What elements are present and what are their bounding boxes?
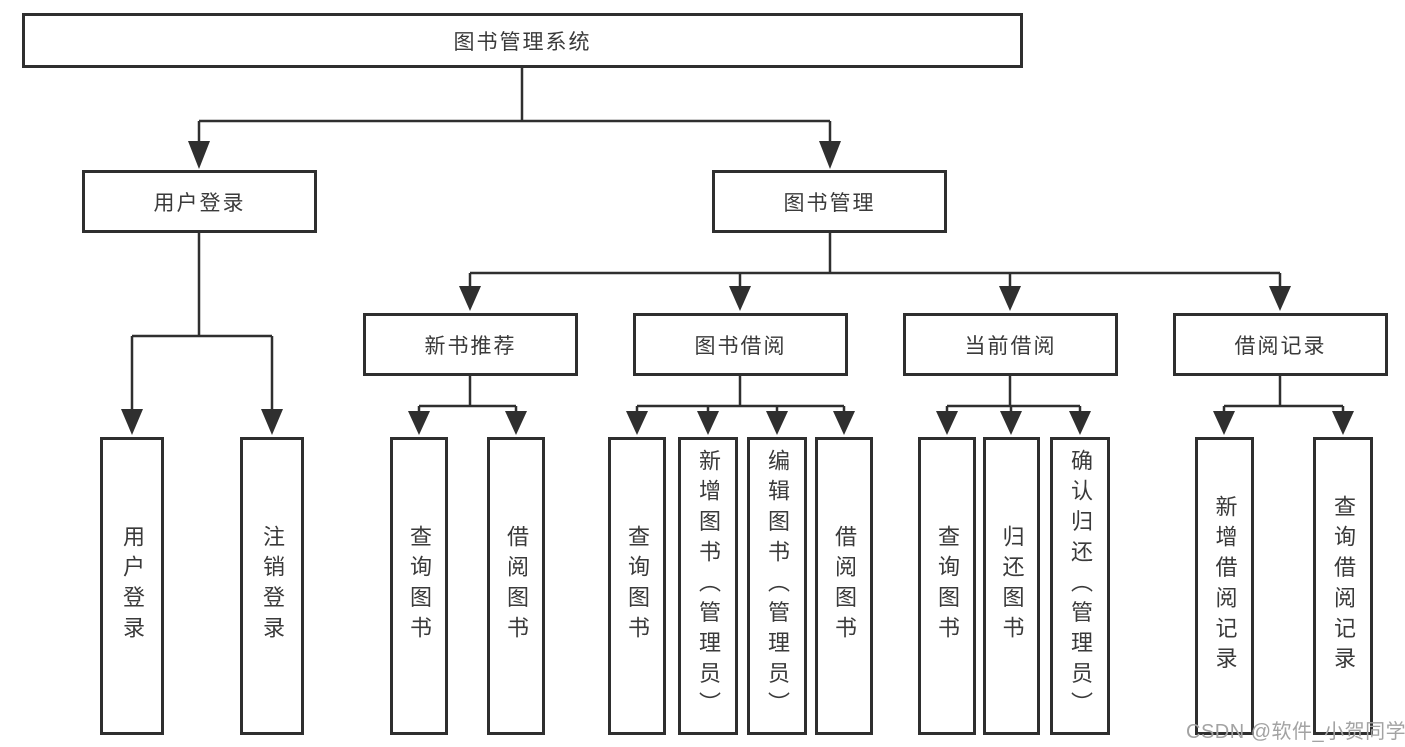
node-user-login-label: 用户登录 xyxy=(153,191,246,215)
node-current-borrowing: 当前借阅 xyxy=(903,313,1118,376)
leaf-user-login-label: 用户登录 xyxy=(120,525,145,647)
leaf-edit-books-admin-label: 编辑图书（管理员） xyxy=(765,449,790,723)
leaf-query-books-borrowing: 查询图书 xyxy=(608,437,666,735)
node-root: 图书管理系统 xyxy=(22,13,1023,68)
node-book-management: 图书管理 xyxy=(712,170,947,233)
leaf-add-borrow-record: 新增借阅记录 xyxy=(1195,437,1254,735)
leaf-add-books-admin-label: 新增图书（管理员） xyxy=(696,449,721,723)
leaf-query-books-current-label: 查询图书 xyxy=(935,525,960,647)
node-book-borrowing: 图书借阅 xyxy=(633,313,848,376)
node-borrowing-records: 借阅记录 xyxy=(1173,313,1388,376)
node-new-book-recommendation-label: 新书推荐 xyxy=(424,334,517,358)
leaf-query-books-recommend: 查询图书 xyxy=(390,437,448,735)
leaf-query-books-current: 查询图书 xyxy=(918,437,976,735)
node-book-management-label: 图书管理 xyxy=(783,191,876,215)
node-book-borrowing-label: 图书借阅 xyxy=(694,334,787,358)
node-new-book-recommendation: 新书推荐 xyxy=(363,313,578,376)
leaf-confirm-return-admin-label: 确认归还（管理员） xyxy=(1068,449,1093,723)
leaf-borrow-books: 借阅图书 xyxy=(815,437,873,735)
leaf-return-books-label: 归还图书 xyxy=(999,525,1025,647)
leaf-add-books-admin: 新增图书（管理员） xyxy=(678,437,738,735)
leaf-user-login: 用户登录 xyxy=(100,437,164,735)
node-borrowing-records-label: 借阅记录 xyxy=(1234,334,1327,358)
csdn-watermark: CSDN @软件_小贺同学 xyxy=(1186,721,1405,743)
leaf-query-borrow-record: 查询借阅记录 xyxy=(1313,437,1373,735)
leaf-query-books-recommend-label: 查询图书 xyxy=(407,525,432,647)
leaf-logout-label: 注销登录 xyxy=(260,525,285,647)
leaf-edit-books-admin: 编辑图书（管理员） xyxy=(747,437,807,735)
leaf-borrow-books-recommend-label: 借阅图书 xyxy=(504,525,529,647)
leaf-add-borrow-record-label: 新增借阅记录 xyxy=(1212,494,1238,678)
node-user-login: 用户登录 xyxy=(82,170,317,233)
leaf-confirm-return-admin: 确认归还（管理员） xyxy=(1050,437,1110,735)
node-root-label: 图书管理系统 xyxy=(453,30,592,54)
leaf-return-books: 归还图书 xyxy=(983,437,1040,735)
node-current-borrowing-label: 当前借阅 xyxy=(964,334,1057,358)
leaf-logout: 注销登录 xyxy=(240,437,304,735)
leaf-borrow-books-label: 借阅图书 xyxy=(832,525,857,647)
leaf-query-books-borrowing-label: 查询图书 xyxy=(625,525,650,647)
leaf-query-borrow-record-label: 查询借阅记录 xyxy=(1331,494,1356,678)
arrowheads xyxy=(121,141,1354,435)
leaf-borrow-books-recommend: 借阅图书 xyxy=(487,437,545,735)
